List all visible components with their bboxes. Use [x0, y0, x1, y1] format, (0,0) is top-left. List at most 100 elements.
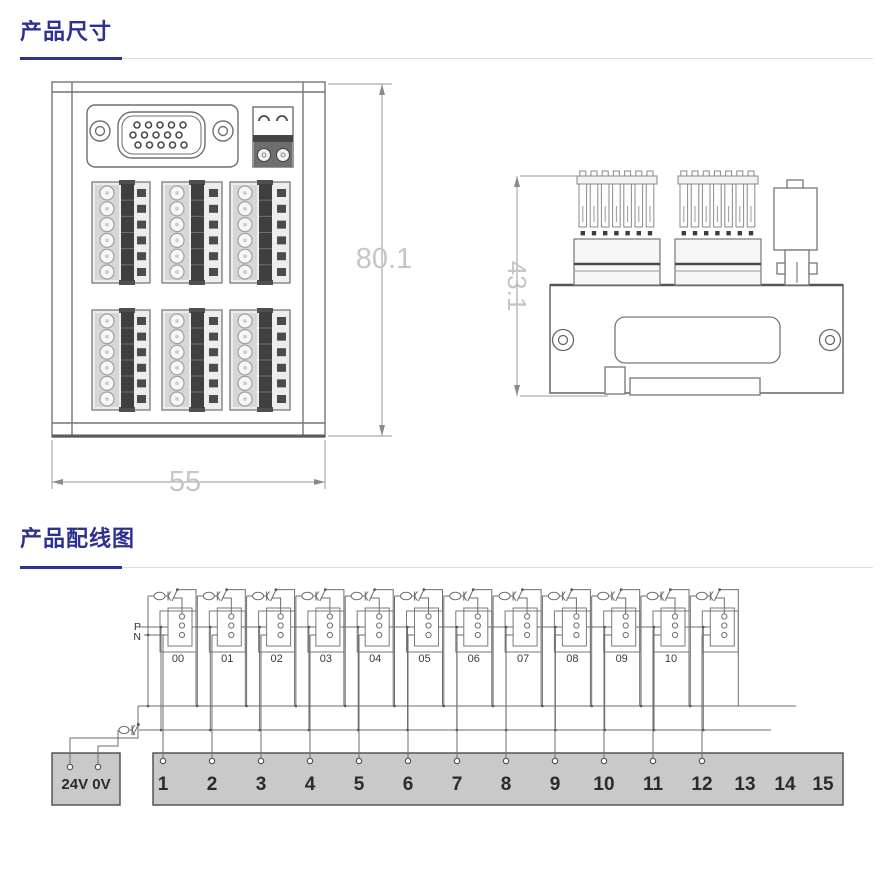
height-dimension: 80.1	[328, 83, 412, 437]
terminal-number: 11	[643, 774, 664, 795]
front-view-drawing: 80.1 55	[51, 81, 412, 498]
wiring-unit: 04	[343, 588, 394, 761]
terminal-point	[306, 757, 314, 765]
unit-label: 07	[517, 653, 529, 665]
unit-label: 01	[221, 653, 233, 665]
unit-label: 05	[418, 653, 430, 665]
db15-pins	[129, 121, 188, 149]
terminal-blocks-group	[91, 180, 291, 412]
wiring-unit	[689, 588, 739, 761]
unit-label: 04	[369, 653, 381, 665]
wiring-section-title: 产品配线图	[20, 526, 136, 551]
terminal-point	[649, 757, 657, 765]
db15-pin	[167, 121, 176, 129]
db15-pin	[133, 121, 141, 129]
terminal-block	[91, 308, 151, 412]
unit-label: 00	[172, 653, 184, 665]
divider-accent-bar	[20, 57, 122, 60]
power-terminal-2pin	[252, 106, 294, 168]
terminal-bar	[152, 752, 844, 806]
terminal-block	[91, 180, 151, 285]
din-latch	[773, 179, 818, 286]
wiring-unit: 09	[590, 588, 641, 761]
terminal-point	[600, 757, 608, 765]
unit-label: 08	[566, 653, 578, 665]
wiring-unit: 08	[541, 588, 591, 761]
side-combs-group	[573, 170, 762, 286]
terminal-number: 3	[256, 774, 267, 795]
power-terminal	[94, 763, 102, 771]
pin-comb	[573, 170, 661, 286]
terminal-number: 12	[691, 774, 712, 795]
db15-pin	[152, 131, 160, 139]
terminal-point	[502, 757, 510, 765]
side-body	[549, 283, 844, 394]
terminal-point	[698, 757, 706, 765]
db15-pin	[144, 121, 153, 129]
power-box-label: 24V 0V	[61, 776, 110, 793]
unit-label: 02	[270, 653, 282, 665]
db15-pin	[134, 141, 142, 149]
terminal-number: 6	[403, 774, 414, 795]
terminal-point	[453, 757, 461, 765]
wiring-unit: 03	[294, 588, 345, 761]
side-height-dimension: 43.1	[502, 175, 608, 397]
db15-pin	[157, 141, 165, 149]
unit-label: 10	[665, 653, 677, 665]
wiring-unit: 05	[393, 588, 443, 761]
terminal-number: 8	[501, 774, 512, 795]
divider-gray-bar	[122, 567, 873, 568]
terminal-number: 15	[812, 774, 834, 795]
unit-label: 03	[320, 653, 332, 665]
unit-label: 09	[616, 653, 628, 665]
unit-label: 06	[468, 653, 480, 665]
db15-pin	[156, 121, 164, 129]
height-dimension-label: 80.1	[356, 243, 412, 275]
terminal-number: 9	[550, 774, 561, 795]
side-view-drawing: 43.1	[502, 170, 844, 397]
power-supply-box	[51, 752, 121, 806]
terminal-number: 2	[207, 774, 218, 795]
terminal-block	[161, 308, 223, 412]
db15-connector	[86, 104, 239, 168]
terminal-point	[159, 757, 167, 765]
db15-pin	[179, 121, 187, 129]
terminal-number: 4	[305, 774, 316, 795]
power-terminal	[66, 763, 74, 771]
p-line-label: P	[134, 621, 141, 633]
fuse-switch-symbol	[118, 723, 140, 736]
terminal-point	[257, 757, 265, 765]
db15-pin	[163, 131, 172, 139]
divider-gray-bar	[122, 58, 873, 59]
terminal-block	[161, 180, 223, 285]
terminal-point	[355, 757, 363, 765]
terminal-number: 10	[593, 774, 614, 795]
divider-accent-bar	[20, 566, 122, 569]
pin-comb	[674, 170, 762, 286]
db15-pin	[175, 131, 183, 139]
terminal-block	[229, 308, 291, 412]
db15-pin	[145, 141, 154, 149]
terminal-number: 1	[158, 774, 169, 795]
db15-pin	[168, 141, 177, 149]
width-dimension: 55	[51, 440, 326, 498]
wiring-unit: 00	[146, 588, 197, 761]
terminal-point	[551, 757, 559, 765]
terminal-number: 13	[734, 774, 755, 795]
terminal-block	[229, 180, 291, 285]
side-height-dimension-label: 43.1	[502, 261, 532, 312]
wiring-unit: 02	[245, 588, 296, 761]
din-rail-foot	[604, 366, 761, 396]
terminal-point	[208, 757, 216, 765]
dimensions-section-title: 产品尺寸	[20, 19, 113, 44]
dimensions-divider	[20, 57, 873, 60]
wiring-divider	[20, 566, 873, 569]
wiring-unit: 10	[639, 588, 690, 761]
wiring-unit: 06	[442, 588, 493, 761]
db15-pin	[129, 131, 137, 139]
terminal-point	[404, 757, 412, 765]
terminal-number: 5	[354, 774, 365, 795]
